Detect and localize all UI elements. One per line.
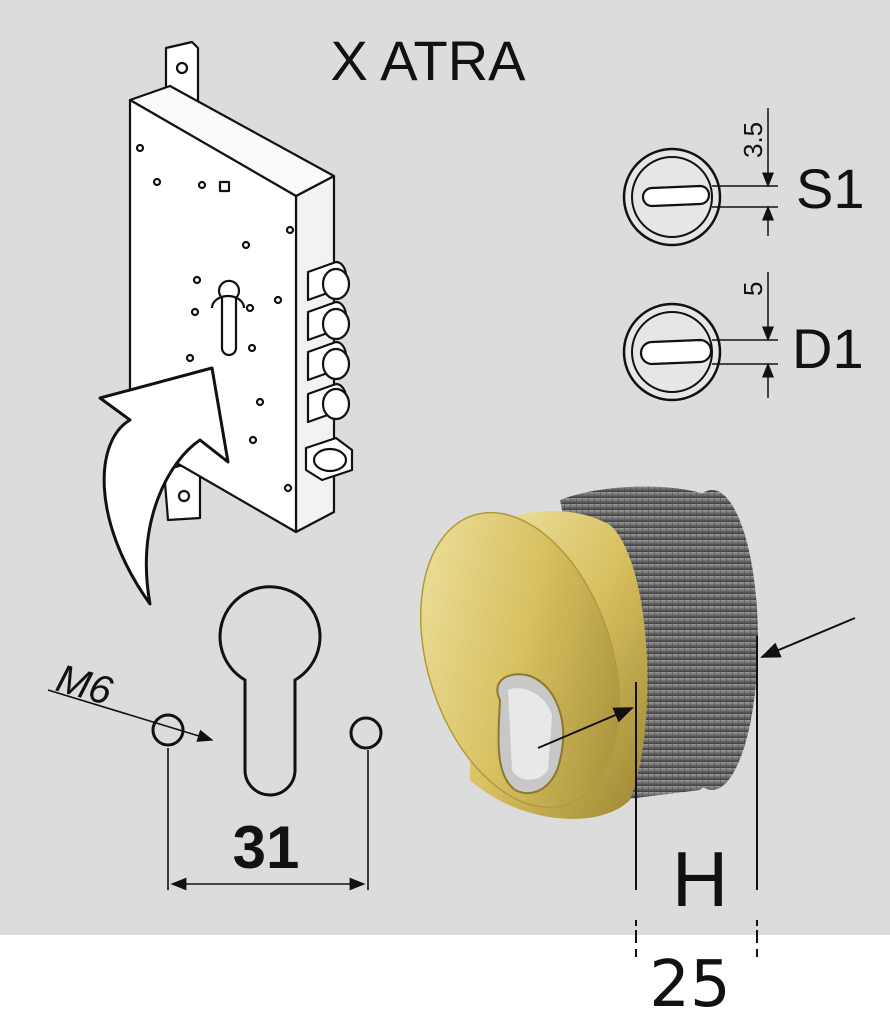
profile-s1 xyxy=(622,108,778,247)
insert-arrow-icon xyxy=(98,366,230,606)
diagram-svg: X ATRA xyxy=(47,29,865,935)
bolt-hole-label: M6 xyxy=(52,656,118,714)
cylinder-guard xyxy=(419,486,758,819)
bolt-hole-left xyxy=(151,713,185,747)
bolt-hole-right xyxy=(349,716,383,750)
title: X ATRA xyxy=(330,29,526,92)
hole-spacing-value: 31 xyxy=(233,814,300,881)
keyhole-template xyxy=(151,585,383,797)
profile-s1-label: S1 xyxy=(796,157,865,220)
height-label: H xyxy=(672,835,728,923)
height-value: 25 xyxy=(649,948,731,1022)
profile-d1 xyxy=(622,272,778,402)
profile-d1-label: D1 xyxy=(792,317,864,380)
profile-s1-dimension: 3.5 xyxy=(738,122,768,158)
profile-d1-dimension: 5 xyxy=(738,282,768,296)
